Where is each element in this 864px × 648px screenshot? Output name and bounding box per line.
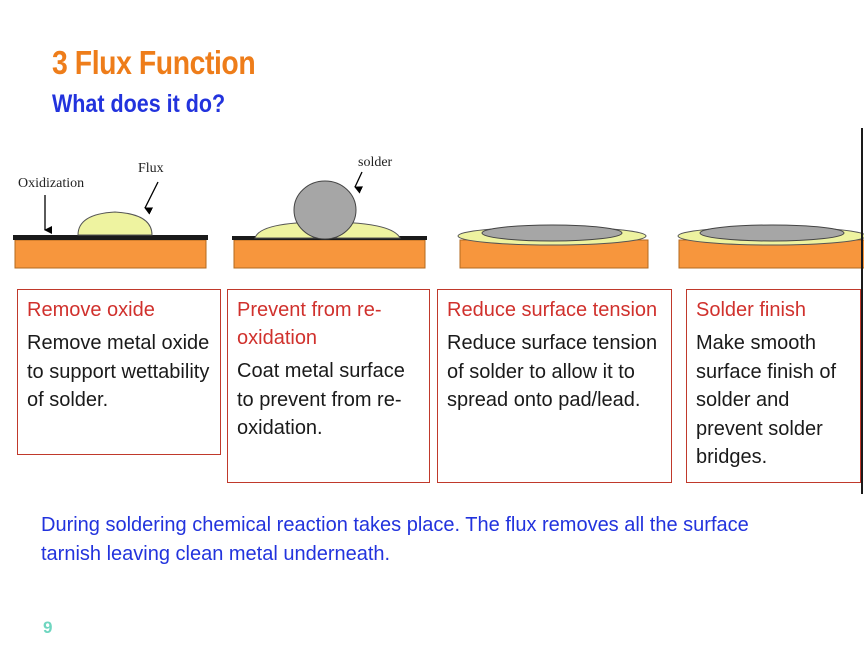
stage-prevent-reoxidation: solder bbox=[232, 155, 427, 269]
flux-label: Flux bbox=[138, 161, 164, 176]
solder-ball bbox=[293, 180, 357, 240]
step-text: Coat metal surface to prevent from re-ox… bbox=[237, 360, 405, 439]
step-box-reduce-surface-tension: Reduce surface tension Reduce surface te… bbox=[437, 289, 672, 483]
solder-spread-3 bbox=[481, 224, 623, 242]
solder-finish-4 bbox=[699, 224, 845, 242]
step-box-remove-oxide: Remove oxide Remove metal oxide to suppo… bbox=[17, 289, 221, 455]
step-box-solder-finish: Solder finish Make smooth surface finish… bbox=[686, 289, 861, 483]
step-title: Reduce surface tension bbox=[447, 299, 658, 321]
summary-text: During soldering chemical reaction takes… bbox=[41, 514, 749, 565]
stage-reduce-surface-tension bbox=[457, 224, 649, 269]
step-title: Remove oxide bbox=[27, 299, 155, 321]
right-edge-line bbox=[861, 128, 863, 494]
oxide-layer-1 bbox=[13, 235, 208, 240]
flux-process-diagram: Oxidization Flux solder bbox=[13, 155, 864, 269]
solder-label: solder bbox=[358, 155, 393, 170]
step-title: Prevent from re-oxidation bbox=[237, 299, 382, 349]
step-text: Reduce surface tension of solder to allo… bbox=[447, 332, 658, 411]
flux-arrow bbox=[144, 181, 159, 215]
step-title: Solder finish bbox=[696, 299, 807, 321]
pad-1 bbox=[14, 239, 207, 269]
stage-remove-oxide: Oxidization Flux bbox=[13, 161, 208, 269]
pad-2 bbox=[233, 239, 426, 269]
flux-drop-1 bbox=[77, 211, 153, 236]
step-box-prevent-reoxidation: Prevent from re-oxidation Coat metal sur… bbox=[227, 289, 430, 483]
slide-title: 3 Flux Function bbox=[52, 44, 256, 81]
solder-arrow bbox=[354, 171, 364, 194]
page-number: 9 bbox=[43, 618, 53, 637]
stage-solder-finish bbox=[677, 224, 864, 269]
step-text: Remove metal oxide to support wettabilit… bbox=[27, 332, 210, 411]
slide-subtitle: What does it do? bbox=[52, 90, 226, 118]
step-text: Make smooth surface finish of solder and… bbox=[696, 332, 837, 468]
oxidization-label: Oxidization bbox=[18, 176, 84, 191]
